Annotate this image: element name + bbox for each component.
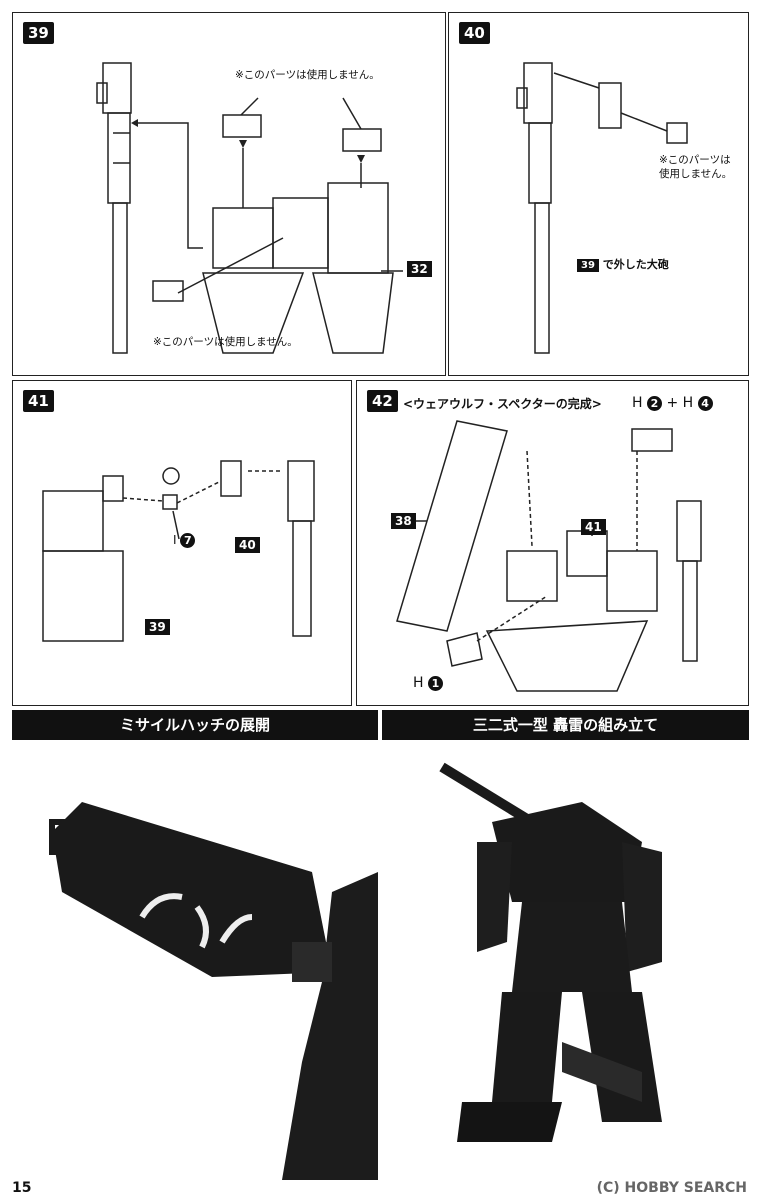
part-letter: H [682, 395, 694, 411]
callout-step-ref: 41 [581, 519, 606, 535]
callout-step-ref: 38 [391, 513, 416, 529]
part-label: H 1 [413, 675, 443, 691]
part-letter: H [413, 675, 424, 691]
missile-hatch-photo [12, 742, 378, 1180]
step-number: 40 [459, 22, 490, 44]
callout-step-ref: 40 [235, 537, 260, 553]
unused-part-note: ※このパーツは使用しません。 [235, 69, 380, 81]
part-label: I 7 [173, 533, 196, 548]
step-39-panel: 39 [12, 12, 446, 376]
step-40-illustration [516, 62, 688, 354]
photo-heading-gourai-assembly: 三二式一型 轟雷の組み立て [382, 710, 749, 740]
step-title: <ウェアウルフ・スペクターの完成> [403, 397, 602, 411]
part-letter: I [173, 533, 177, 547]
step-number: 42 [367, 390, 398, 412]
step-40-panel: 40 ※このパーツは 使用しません。 39 で外した大砲 [448, 12, 749, 376]
step-41-panel: 41 I 7 40 39 [12, 380, 352, 706]
gourai-assembly-photo [382, 742, 749, 1180]
unused-part-note: ※このパーツは 使用しません。 [659, 154, 733, 180]
gourai-model-image [439, 762, 662, 1142]
part-letter: H [632, 395, 643, 411]
photo-heading-missile-hatch: ミサイルハッチの展開 [12, 710, 378, 740]
callout-step-ref: 32 [407, 261, 432, 277]
callout-text: で外した大砲 [602, 258, 669, 271]
part-number: 7 [180, 533, 196, 548]
part-number: 1 [427, 676, 443, 691]
part-number: 2 [646, 396, 662, 411]
removed-cannon-label: 39 で外した大砲 [577, 256, 669, 272]
step-42-panel: 42 <ウェアウルフ・スペクターの完成> H 2 + H 4 38 41 H 1 [356, 380, 749, 706]
callout-step-ref: 39 [145, 619, 170, 635]
plus-sign: + [666, 395, 679, 411]
part-combo-label: H 2 + H 4 [632, 395, 713, 411]
missile-pod-image [49, 802, 378, 1180]
step-number: 41 [23, 390, 54, 412]
page-number: 15 [12, 1180, 32, 1196]
watermark: (C) HOBBY SEARCH [596, 1180, 747, 1196]
step-39-illustration [96, 62, 403, 354]
step-number: 39 [23, 22, 54, 44]
unused-part-note: ※このパーツは使用しません。 [153, 336, 298, 348]
callout-step-ref: 39 [577, 259, 599, 272]
step-41-illustration [42, 460, 315, 642]
step-42-illustration [395, 420, 702, 692]
part-number: 4 [697, 396, 713, 411]
